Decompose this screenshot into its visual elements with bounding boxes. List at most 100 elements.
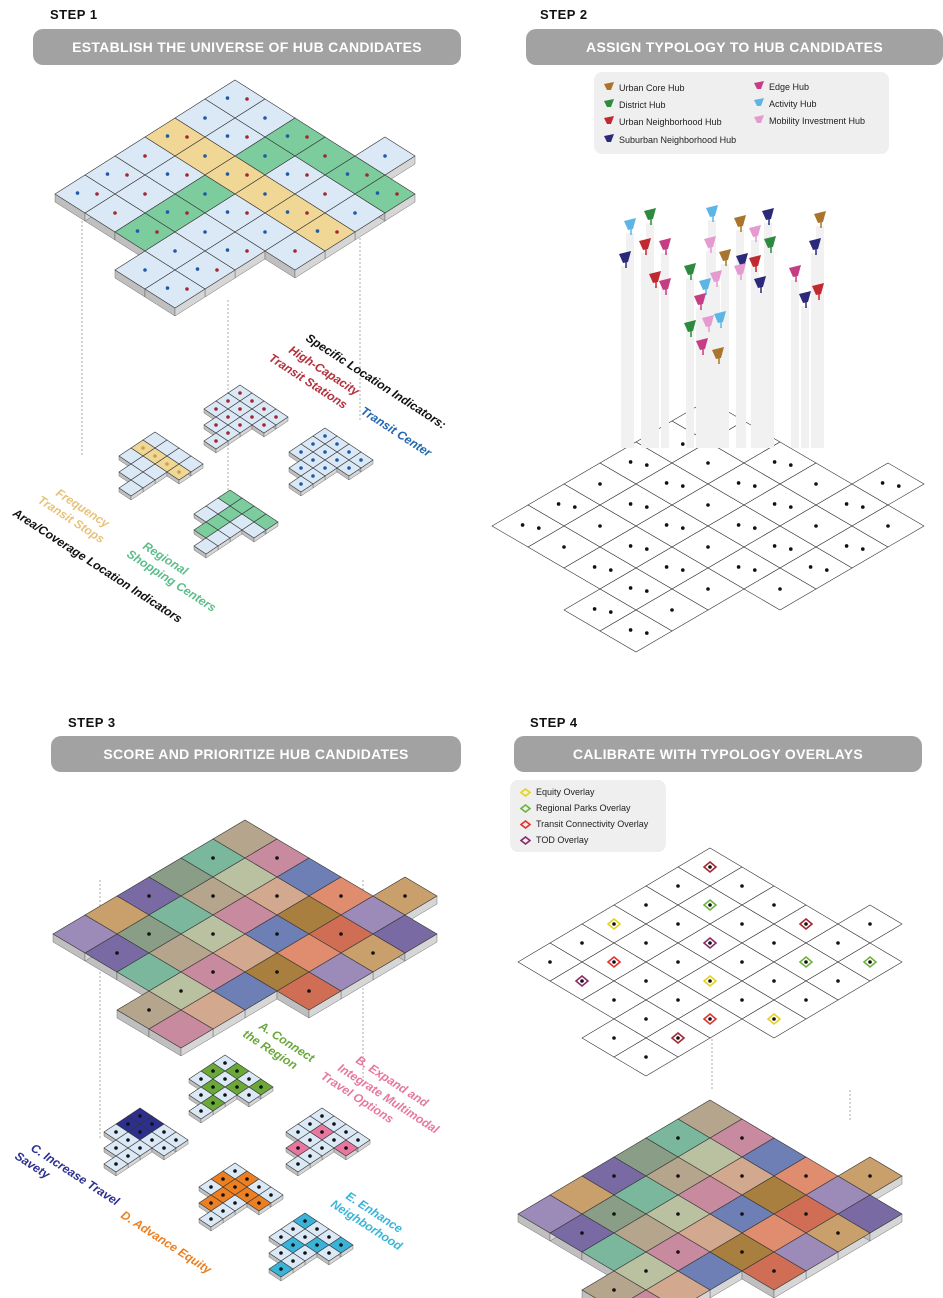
hub-dot bbox=[215, 268, 219, 272]
hub-dot bbox=[347, 450, 351, 454]
legend-item-mobility-investment: Mobility Investment Hub bbox=[754, 115, 865, 127]
grid-cell bbox=[354, 174, 416, 214]
hub-dot bbox=[740, 1212, 744, 1216]
hub-dot bbox=[868, 922, 872, 926]
step1-annotations: Specific Location Indicators: High-Capac… bbox=[10, 331, 449, 626]
hub-dot bbox=[612, 1036, 616, 1040]
hub-dot bbox=[708, 903, 712, 907]
hub-dot bbox=[214, 423, 218, 427]
step3-main-grid bbox=[52, 819, 438, 1057]
step3-goal-c-grid bbox=[103, 1107, 189, 1177]
hub-dot bbox=[308, 1154, 312, 1158]
overlay-diamond bbox=[702, 860, 718, 874]
hub-dot bbox=[250, 415, 254, 419]
hub-dot bbox=[562, 545, 566, 549]
hub-dot bbox=[740, 960, 744, 964]
hub-marker-icon bbox=[764, 236, 776, 248]
hub-dot bbox=[664, 481, 669, 485]
step4-top-grid bbox=[517, 847, 903, 1077]
hub-dot bbox=[676, 960, 680, 964]
hub-dot bbox=[275, 856, 279, 860]
hub-dot bbox=[371, 951, 375, 955]
marker-stem bbox=[698, 353, 706, 448]
hub-dot bbox=[115, 951, 119, 955]
hub-dot bbox=[814, 482, 818, 486]
hub-dot bbox=[303, 1219, 307, 1223]
grid-cell bbox=[118, 479, 144, 497]
hub-dot bbox=[203, 154, 207, 158]
hub-dot bbox=[143, 268, 147, 272]
hub-dot bbox=[195, 267, 200, 271]
hub-dot bbox=[226, 415, 230, 419]
hub-dot bbox=[299, 482, 303, 486]
hub-dot bbox=[114, 1162, 118, 1166]
hub-dot bbox=[345, 172, 350, 176]
hub-dot bbox=[311, 458, 315, 462]
hub-dot bbox=[308, 1122, 312, 1126]
hub-marker-icon bbox=[734, 215, 746, 227]
overlay-diamond bbox=[606, 917, 622, 931]
hub-marker-icon bbox=[789, 265, 801, 277]
hub-dot bbox=[238, 407, 242, 411]
hub-dot bbox=[644, 903, 648, 907]
hub-dot bbox=[353, 211, 357, 215]
overlay-diamond bbox=[606, 955, 622, 969]
marker-stem bbox=[751, 270, 759, 448]
marker-icon bbox=[604, 99, 614, 107]
hub-dot bbox=[263, 230, 267, 234]
hub-dot bbox=[199, 1093, 203, 1097]
hub-dot bbox=[225, 96, 230, 100]
hub-marker-icon bbox=[749, 225, 761, 237]
hub-dot bbox=[147, 1008, 151, 1012]
grid-cell bbox=[178, 455, 204, 473]
hub-dot bbox=[209, 1201, 213, 1205]
step1-regional-grid bbox=[193, 489, 279, 559]
hub-dot bbox=[323, 154, 327, 158]
hub-dot bbox=[327, 1251, 331, 1255]
hub-marker-icon bbox=[702, 315, 714, 327]
hub-dot bbox=[383, 154, 387, 158]
hub-dot bbox=[225, 134, 230, 138]
hub-dot bbox=[303, 1251, 307, 1255]
marker-stem bbox=[736, 278, 744, 448]
typology-legend: Urban Core Hub Edge Hub District Hub Act… bbox=[594, 72, 889, 154]
hub-dot bbox=[223, 1077, 227, 1081]
hub-dot bbox=[753, 568, 757, 572]
hub-dot bbox=[804, 922, 808, 926]
hub-dot bbox=[868, 960, 872, 964]
hub-dot bbox=[670, 608, 674, 612]
hub-dot bbox=[706, 545, 710, 549]
hub-dot bbox=[772, 460, 777, 464]
grid-cell bbox=[631, 1289, 661, 1298]
diamond-icon bbox=[520, 803, 531, 813]
hub-dot bbox=[211, 970, 215, 974]
overlay-diamond bbox=[702, 936, 718, 950]
hub-dot bbox=[275, 894, 279, 898]
hub-dot bbox=[645, 505, 649, 509]
hub-dot bbox=[323, 450, 327, 454]
hub-dot bbox=[537, 526, 541, 530]
hub-dot bbox=[736, 481, 741, 485]
hub-dot bbox=[257, 1201, 261, 1205]
hub-dot bbox=[211, 932, 215, 936]
hub-dot bbox=[245, 211, 249, 215]
hub-dot bbox=[209, 1217, 213, 1221]
hub-dot bbox=[308, 1138, 312, 1142]
hub-marker-icon bbox=[812, 283, 824, 295]
hub-dot bbox=[836, 1231, 840, 1235]
marker-stem bbox=[791, 280, 799, 448]
hub-dot bbox=[645, 631, 649, 635]
hub-dot bbox=[861, 505, 865, 509]
hub-dot bbox=[165, 210, 170, 214]
hub-dot bbox=[676, 1174, 680, 1178]
step4-banner: CALIBRATE WITH TYPOLOGY OVERLAYS bbox=[514, 736, 922, 772]
hub-markers bbox=[619, 205, 826, 448]
hub-dot bbox=[676, 998, 680, 1002]
legend-item-transit-connectivity: Transit Connectivity Overlay bbox=[520, 819, 648, 829]
hub-dot bbox=[644, 941, 648, 945]
hub-dot bbox=[844, 544, 849, 548]
marker-stem bbox=[661, 293, 669, 448]
hub-dot bbox=[221, 1177, 225, 1181]
hub-dot bbox=[291, 1227, 295, 1231]
hub-dot bbox=[138, 1130, 142, 1134]
